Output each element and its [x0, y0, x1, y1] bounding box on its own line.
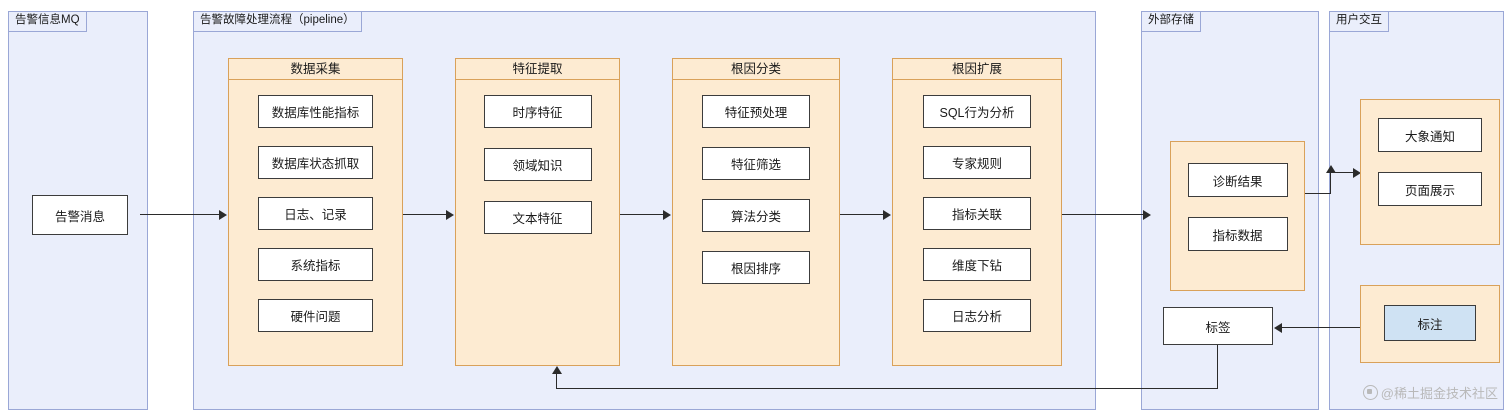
group-user-label: 用户交互 — [1329, 11, 1389, 32]
stage-user-output: 大象通知 页面展示 — [1360, 99, 1500, 245]
stage-rootcause-classification-title: 根因分类 — [672, 58, 840, 80]
arrow-expand-to-storage-head — [1143, 210, 1151, 220]
node-text-feature[interactable]: 文本特征 — [483, 201, 592, 234]
node-log-analysis[interactable]: 日志分析 — [923, 299, 1031, 332]
arrow-tag-feedback-hline — [556, 388, 1218, 390]
arrow-feature-to-rootcause-line — [620, 214, 664, 216]
node-feature-preprocess[interactable]: 特征预处理 — [702, 95, 810, 128]
arrow-feature-to-rootcause-head — [663, 210, 671, 220]
node-annotation[interactable]: 标注 — [1384, 305, 1476, 341]
node-diagnosis-result[interactable]: 诊断结果 — [1187, 163, 1288, 197]
node-rootcause-ranking[interactable]: 根因排序 — [702, 251, 810, 284]
node-dimension-drilldown[interactable]: 维度下钻 — [923, 248, 1031, 281]
node-page-display[interactable]: 页面展示 — [1378, 172, 1482, 206]
node-alert-message[interactable]: 告警消息 — [32, 195, 128, 235]
group-mq-label: 告警信息MQ — [8, 11, 87, 32]
arrow-collect-to-feature-line — [403, 214, 447, 216]
node-metric-correlation[interactable]: 指标关联 — [923, 197, 1031, 230]
node-domain-knowledge[interactable]: 领域知识 — [483, 148, 592, 181]
arrow-tag-feedback-vline2 — [556, 373, 558, 389]
arrow-tag-feedback-head — [552, 366, 562, 374]
arrow-storage-to-user-vline — [1330, 172, 1332, 194]
arrow-storage-to-user-head — [1326, 165, 1336, 173]
stage-rootcause-expansion: 根因扩展 SQL行为分析 专家规则 指标关联 维度下钻 日志分析 — [892, 58, 1062, 366]
node-metric-data[interactable]: 指标数据 — [1187, 217, 1288, 251]
group-pipeline-label: 告警故障处理流程（pipeline） — [193, 11, 362, 32]
juejin-logo-icon — [1362, 385, 1378, 400]
node-time-series-feature[interactable]: 时序特征 — [483, 95, 592, 128]
watermark-text: @稀土掘金技术社区 — [1380, 386, 1498, 401]
stage-feature-extraction: 特征提取 时序特征 领域知识 文本特征 — [455, 58, 620, 366]
node-hardware-issues[interactable]: 硬件问题 — [258, 299, 373, 332]
node-algorithm-classification[interactable]: 算法分类 — [702, 199, 810, 232]
node-logs-records[interactable]: 日志、记录 — [258, 197, 373, 230]
node-sql-behavior-analysis[interactable]: SQL行为分析 — [923, 95, 1031, 128]
node-label-tag[interactable]: 标签 — [1163, 307, 1273, 345]
stage-data-collection: 数据采集 数据库性能指标 数据库状态抓取 日志、记录 系统指标 硬件问题 — [228, 58, 403, 366]
node-expert-rules[interactable]: 专家规则 — [923, 146, 1031, 179]
node-system-metrics[interactable]: 系统指标 — [258, 248, 373, 281]
node-elephant-notification[interactable]: 大象通知 — [1378, 118, 1482, 152]
arrow-tag-feedback-vline — [1217, 345, 1219, 389]
stage-rootcause-expansion-title: 根因扩展 — [892, 58, 1062, 80]
arrow-alert-to-collect-line — [140, 214, 220, 216]
arrow-rootcause-to-expand-line — [840, 214, 884, 216]
arrow-expand-to-storage-line — [1062, 214, 1144, 216]
stage-feature-extraction-title: 特征提取 — [455, 58, 620, 80]
node-feature-selection[interactable]: 特征筛选 — [702, 147, 810, 180]
watermark: @稀土掘金技术社区 — [1362, 383, 1498, 402]
arrow-collect-to-feature-head — [446, 210, 454, 220]
node-db-performance-metrics[interactable]: 数据库性能指标 — [258, 95, 373, 128]
node-db-status-capture[interactable]: 数据库状态抓取 — [258, 146, 373, 179]
arrow-rootcause-to-expand-head — [883, 210, 891, 220]
group-storage-label: 外部存储 — [1141, 11, 1201, 32]
stage-user-annotation: 标注 — [1360, 285, 1500, 363]
arrow-annotation-to-tag-line — [1282, 327, 1360, 329]
stage-external-storage: 诊断结果 指标数据 — [1170, 141, 1305, 291]
arrow-storage-to-user-line — [1305, 193, 1331, 195]
stage-data-collection-title: 数据采集 — [228, 58, 403, 80]
arrow-to-user-panel-head — [1353, 168, 1361, 178]
stage-rootcause-classification: 根因分类 特征预处理 特征筛选 算法分类 根因排序 — [672, 58, 840, 366]
arrow-alert-to-collect-head — [219, 210, 227, 220]
arrow-to-user-panel-line — [1330, 172, 1358, 174]
arrow-annotation-to-tag-head — [1274, 323, 1282, 333]
